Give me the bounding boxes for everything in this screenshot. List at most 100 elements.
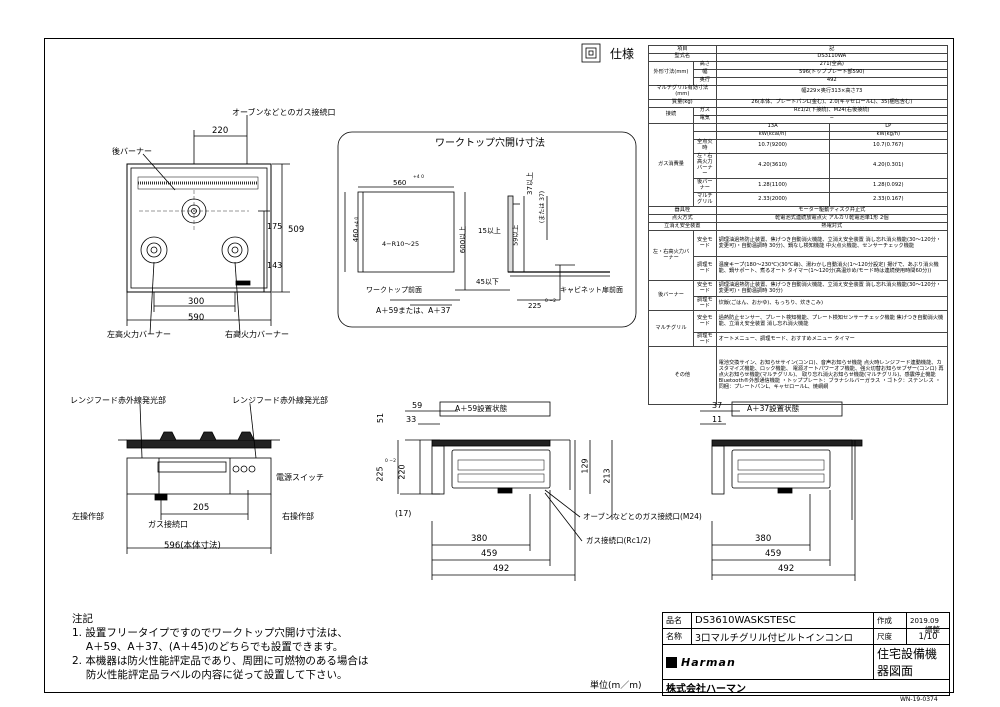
- cutout-dim-225-tol: 0 −2: [545, 299, 556, 304]
- plan-dim-509: 509: [288, 225, 305, 235]
- side59-gas-rc: ガス接続口(Rc1/2): [586, 536, 651, 545]
- cutout-formula: A＋59または、A＋37: [376, 306, 451, 315]
- cutout-dim-460-tol: +4 0: [355, 216, 361, 228]
- spec-lr-cook-value: 温度キープ(180～230℃)(30℃毎)、湯わかし自動消火(1～120分設定)…: [715, 256, 949, 282]
- note-2a: 2. 本機器は防火性能評定品であり、周囲に可燃物のある場合は: [72, 655, 369, 667]
- front-hood-right: レンジフード赤外線発光部: [232, 396, 328, 405]
- side59-dim-492: 492: [493, 564, 510, 574]
- front-right-op: 右操作部: [282, 512, 314, 521]
- side-view-37: [711, 439, 863, 520]
- cutout-worktop-front: ワークトップ前面: [366, 286, 422, 294]
- front-gas-conn: ガス接続口: [148, 520, 188, 529]
- side59-label: A＋59設置状態: [455, 404, 508, 413]
- spec-lr-safe-mode: 安全モード: [693, 230, 717, 258]
- spec-all-13a: 10.7(9200): [715, 138, 830, 154]
- side59-dim-33: 33: [406, 415, 417, 424]
- front-left-op: 左操作部: [72, 512, 104, 521]
- side59-dim-17: (17): [395, 509, 412, 518]
- tb-scale-label: 尺度: [873, 628, 907, 645]
- spec-mg-cook-mode: 調理モード: [693, 332, 717, 348]
- spec-dims-label: 外形寸法(mm): [648, 60, 694, 86]
- spec-grill-value: 幅229×奥行313×高さ73: [715, 84, 949, 100]
- harman-logo-icon: [666, 657, 677, 668]
- plan-dim-220: 220: [212, 126, 229, 136]
- side37-label: A＋37設置状態: [747, 404, 800, 413]
- spec-mg-cook-value: オートメニュー、調理モード、おすすめメニュー タイマー: [715, 332, 949, 348]
- spec-other-value: 電池交換サイン、お知らせサイン(コンロ)、音声お知らせ機能 点火時レンジフード連…: [715, 346, 949, 406]
- spec-ign-label: 点火方式: [648, 214, 717, 224]
- spec-rear-safe-value: 調理油過熱防止装置、焦げつき自動消火機能、立消え安全装置 消し忘れ消火機能(30…: [715, 280, 949, 298]
- cutout-dim-37b: (または 37): [539, 190, 547, 224]
- tb-brand-cell: Harman: [662, 644, 874, 680]
- spec-lrburn-label: 左・右高火力バーナー: [648, 230, 694, 282]
- side59-dim-129: 129: [580, 458, 590, 474]
- plan-dim-143: 143: [267, 261, 283, 270]
- spec-lr-safe-value: 調理油過熱防止装置、焦げつき自動消火機能、立消え安全装置 消し忘れ消火機能(30…: [715, 230, 949, 258]
- cutout-dim-560-tol: +4 0: [413, 175, 424, 180]
- cutout-dim-560: 560: [393, 179, 407, 187]
- note-2b: 防火性能評定品ラベルの内容に従って設置して下さい。: [72, 669, 348, 681]
- spec-mg-safe-mode: 安全モード: [693, 310, 717, 334]
- spec-width-value: 596(トッププレート部590): [715, 68, 949, 78]
- tb-name-label: 品名: [662, 612, 692, 629]
- cutout-radius: 4−R10〜25: [382, 240, 420, 248]
- title-block: 品名 DS3610WASKSTESC 作成 2019.09 名称 3口マルチグリ…: [662, 612, 950, 696]
- spec-gas-value: Rc1/2(下接続)、M24(右後接続): [715, 106, 949, 116]
- unit-label: 単位(m／m): [590, 681, 642, 691]
- side59-dim-213: 213: [602, 468, 612, 484]
- cutout-dim-45: 45以下: [476, 278, 499, 286]
- spec-ign-value: 乾電池式連続放電点火 アルカリ乾電池単1形 2個: [715, 214, 949, 224]
- side59-dim-59: 59: [412, 401, 423, 410]
- spec-rear-label: 後バーナー: [693, 178, 717, 194]
- spec-lr-13a: 4.20(3610): [715, 152, 830, 180]
- side59-dim-459: 459: [481, 549, 498, 559]
- plan-dim-300: 300: [188, 297, 205, 307]
- spec-unit-lp: kW(kg/h): [828, 130, 949, 140]
- spec-all-lp: 10.7(0.767): [828, 138, 949, 154]
- spec-multi-lp: 2.33(0.167): [828, 192, 949, 208]
- note-1a: 1. 設置フリータイプですのでワークトップ穴開け寸法は、: [72, 627, 348, 639]
- spec-power-value: −: [715, 114, 949, 124]
- spec-rear-safe-mode: 安全モード: [693, 280, 717, 298]
- spec-rear-lp: 1.28(0.092): [828, 178, 949, 194]
- front-power-switch: 電源スイッチ: [276, 473, 324, 482]
- spec-rear-cook-mode: 調理モード: [693, 296, 717, 312]
- side59-dim-225-tol: 0 −2: [385, 459, 396, 464]
- front-dim-596: 596(本体寸法): [164, 541, 221, 551]
- cutout-cabinet-front: キャビネット扉前面: [560, 286, 623, 294]
- side37-dim-37: 37: [712, 401, 723, 410]
- notes: 注記 1. 設置フリータイプですのでワークトップ穴開け寸法は、 A＋59、A＋3…: [72, 612, 368, 682]
- cutout-dim-37: 37以上: [525, 172, 534, 195]
- spec-all-label: 全点火時: [693, 138, 717, 154]
- tb-brand: Harman: [681, 655, 736, 669]
- side59-dim-220: 220: [397, 464, 407, 480]
- spec-grill-label: マルチグリル有効寸法(mm): [648, 84, 717, 100]
- plan-dim-590: 590: [188, 313, 205, 323]
- side37-dim-459: 459: [765, 549, 782, 559]
- side37-dim-492: 492: [778, 564, 795, 574]
- drawing-frame: [44, 38, 954, 693]
- spec-valve-value: モーター駆動ディスク弁止式: [715, 206, 949, 216]
- side59-gas-m24: オーブンなどとのガス接続口(M24): [583, 512, 702, 521]
- spec-rear-13a: 1.28(1100): [715, 178, 830, 194]
- drawing-number: WN-19-0374: [900, 696, 938, 703]
- note-1b: A＋59、A＋37、(A＋45)のどちらでも設置できます。: [72, 641, 344, 653]
- spec-unit-13a: kW(kcal/h): [715, 130, 830, 140]
- spec-heading: 仕様: [610, 47, 635, 61]
- side-view-59: [431, 439, 571, 495]
- spec-col-lp: LP: [828, 122, 949, 132]
- side59-dim-380: 380: [471, 534, 488, 544]
- spec-depth-value: 492: [715, 76, 949, 86]
- front-hood-left: レンジフード赤外線発光部: [70, 396, 166, 405]
- cutout-dim-600: 600以上: [459, 225, 468, 254]
- spec-rearb-label: 後バーナー: [648, 280, 694, 312]
- tb-title-value: 3口マルチグリル付ビルトインコンロ: [691, 628, 874, 645]
- spec-lr-label: 左・右高火力バーナー: [693, 152, 717, 180]
- tb-company: 株式会社ハーマン: [662, 679, 950, 696]
- cutout-dim-59: 59以上: [511, 224, 520, 246]
- spec-header-desc: 記: [715, 45, 949, 54]
- side59-dim-225: 225: [375, 466, 385, 482]
- spec-safety-label: 立消え安全装置: [648, 222, 717, 232]
- tb-check-label: 調整: [925, 625, 940, 634]
